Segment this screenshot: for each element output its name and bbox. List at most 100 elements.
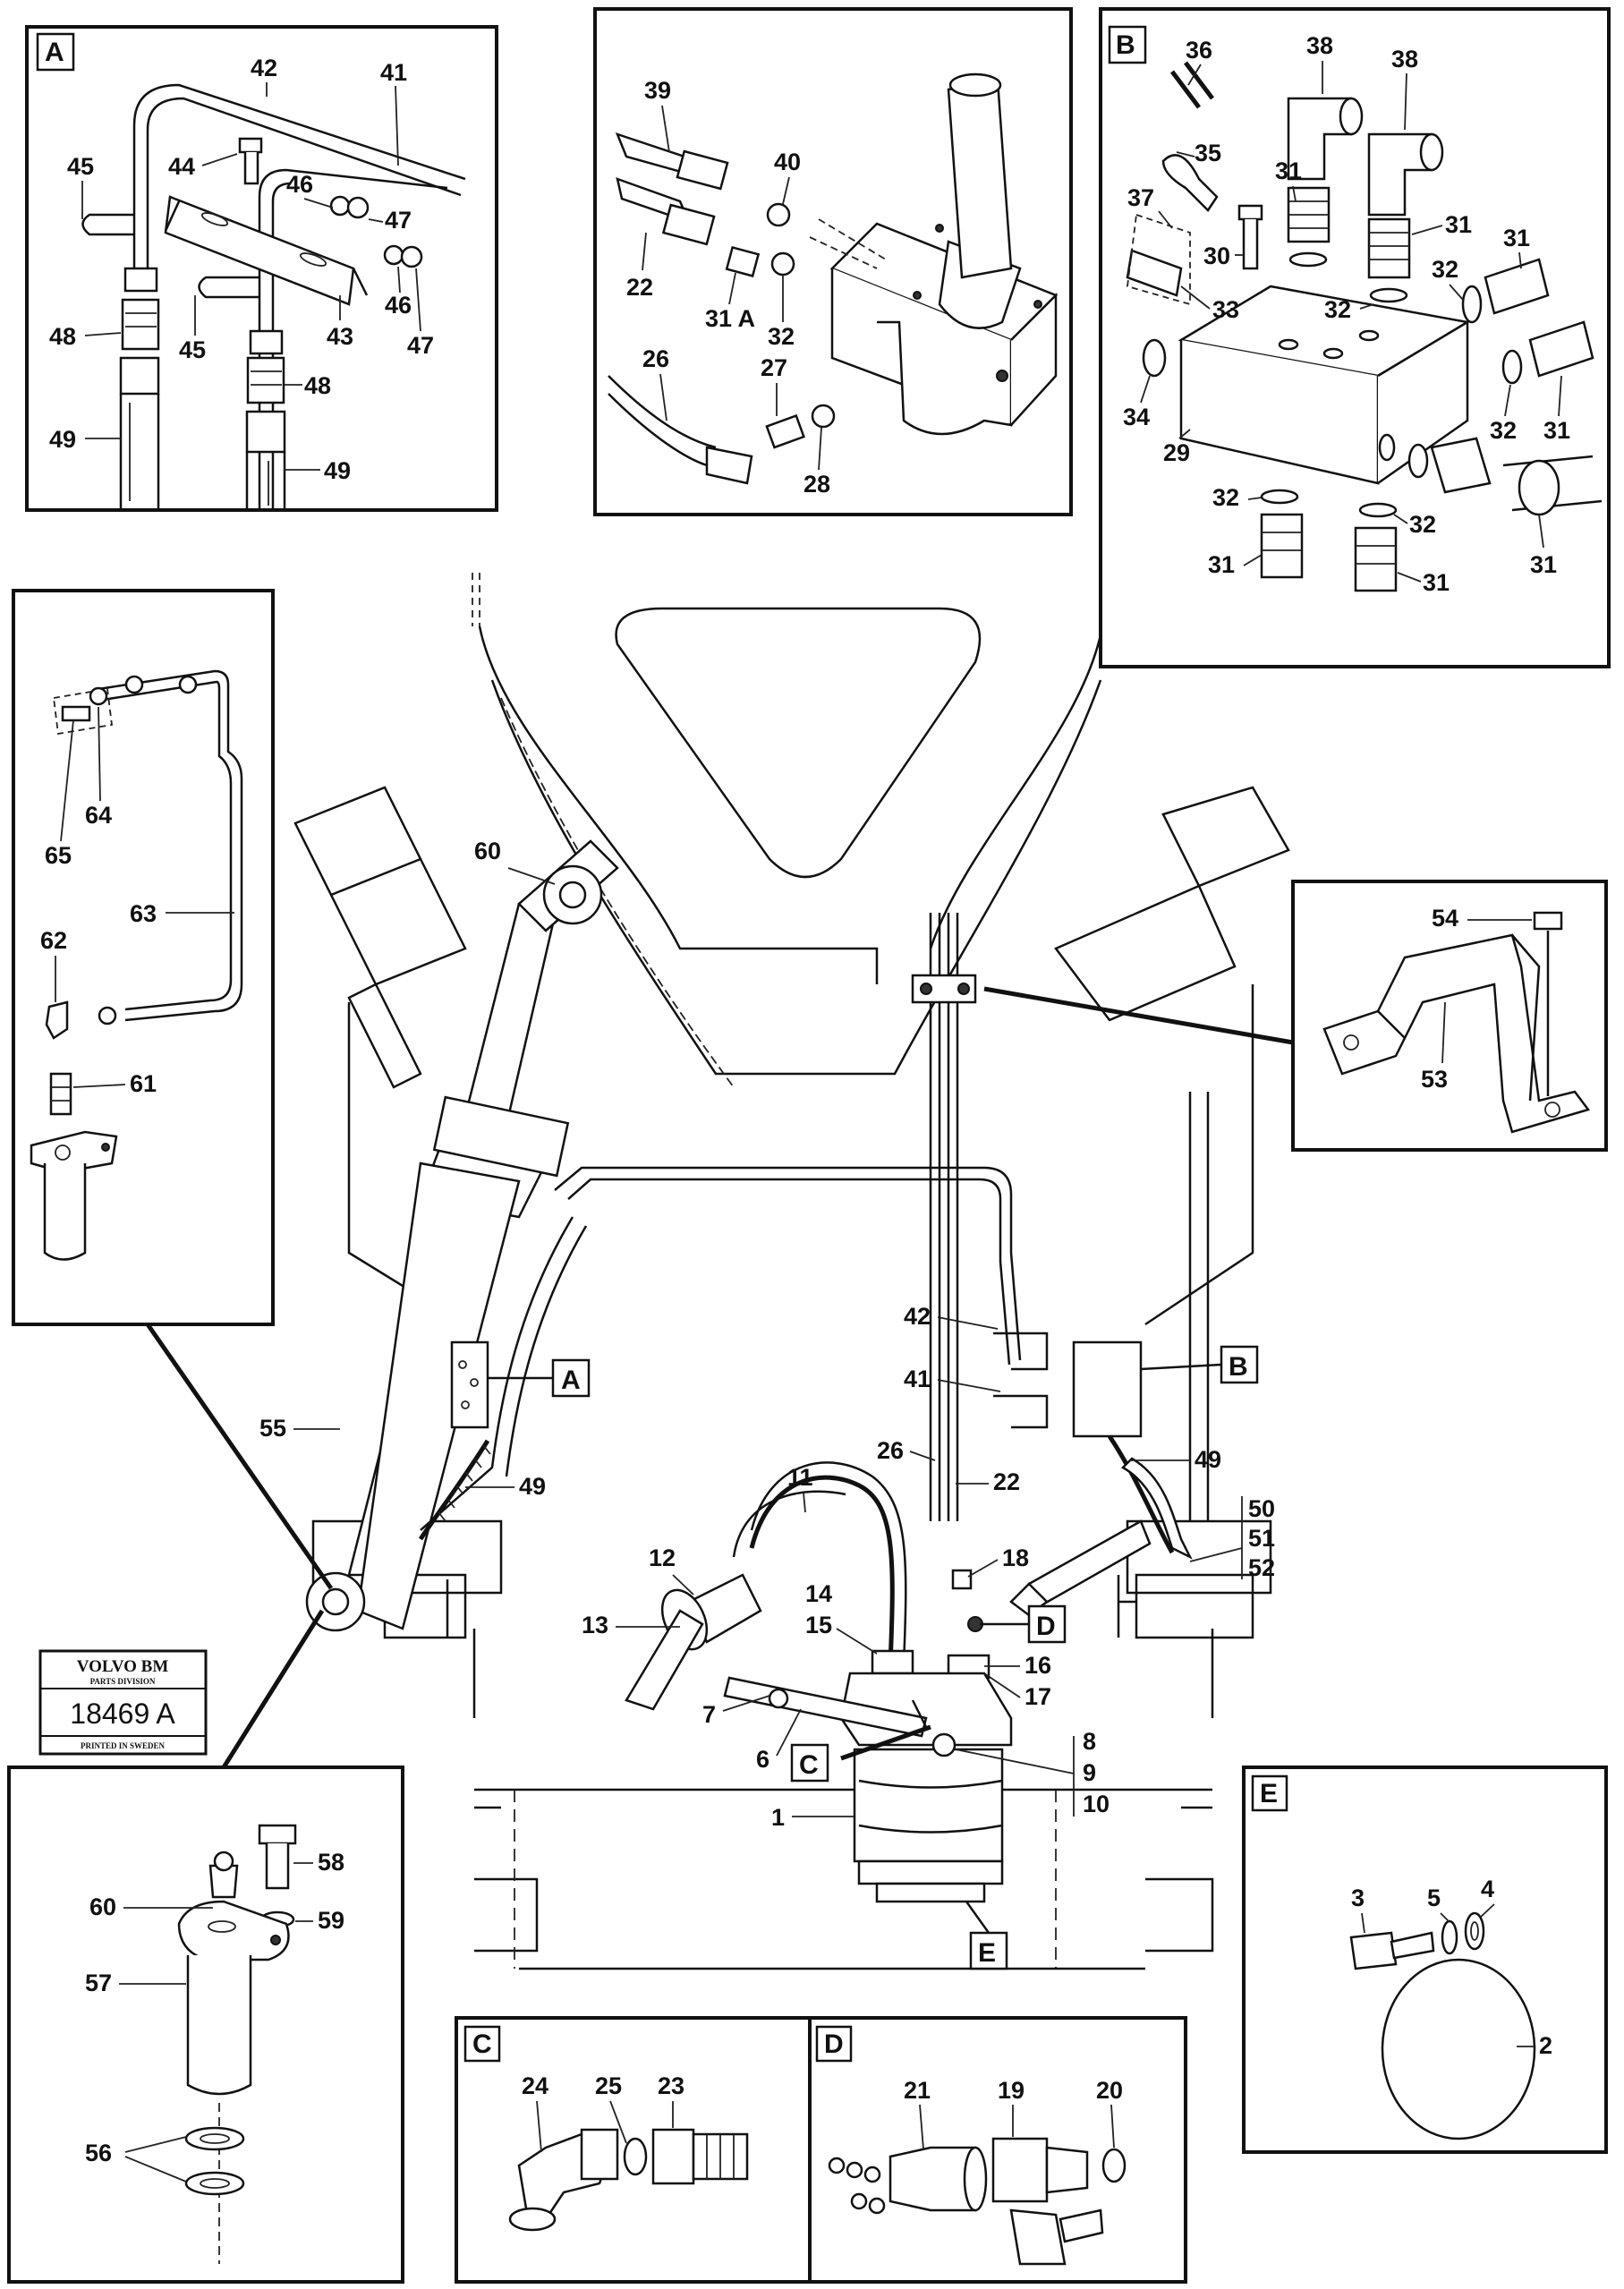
label-63: 63 — [130, 900, 157, 927]
label-39: 39 — [644, 77, 671, 104]
label-14: 14 — [805, 1580, 832, 1607]
label-45a: 45 — [67, 153, 94, 180]
label-61: 61 — [130, 1070, 157, 1097]
detail-label-a: A — [45, 38, 64, 67]
label-32-b4: 32 — [1212, 484, 1239, 511]
label-49a: 49 — [49, 426, 76, 453]
label-46a: 46 — [286, 171, 313, 198]
label-64: 64 — [85, 802, 112, 829]
label-28: 28 — [803, 471, 830, 498]
detail-label-d: D — [824, 2029, 844, 2059]
leader-line — [221, 1609, 325, 1769]
label-49b: 49 — [324, 457, 351, 484]
label-42: 42 — [251, 55, 277, 81]
label-26a: 26 — [642, 345, 669, 372]
label-37: 37 — [1127, 184, 1154, 211]
label-41-main: 41 — [904, 1366, 931, 1392]
label-53: 53 — [1421, 1066, 1448, 1093]
label-17: 17 — [1025, 1683, 1051, 1710]
stamp-division: PARTS DIVISION — [90, 1677, 156, 1686]
callout-c: C — [799, 1750, 819, 1780]
detail-box-valve — [593, 7, 1073, 516]
label-38b: 38 — [1391, 46, 1418, 72]
stamp-printed: PRINTED IN SWEDEN — [81, 1741, 166, 1750]
label-2: 2 — [1539, 2032, 1552, 2059]
detail-label-c: C — [472, 2029, 492, 2059]
callout-a: A — [561, 1366, 581, 1395]
label-21: 21 — [904, 2077, 931, 2104]
label-27: 27 — [761, 354, 787, 381]
label-32-b5: 32 — [1409, 511, 1436, 538]
label-6: 6 — [756, 1746, 769, 1773]
detail-box-b: B — [1099, 7, 1611, 668]
label-51: 51 — [1248, 1525, 1275, 1552]
label-31-b3: 31 — [1503, 225, 1530, 251]
label-40: 40 — [774, 149, 801, 175]
label-18: 18 — [1002, 1544, 1029, 1571]
detail-box-d: D — [808, 2016, 1187, 2284]
label-8: 8 — [1083, 1728, 1096, 1755]
stamp-brand: VOLVO BM — [77, 1657, 169, 1676]
label-50: 50 — [1248, 1495, 1275, 1522]
label-38a: 38 — [1306, 32, 1333, 59]
label-31-b7: 31 — [1423, 569, 1450, 596]
main-callout-boxes: A B C D E — [488, 1345, 1259, 1970]
label-57: 57 — [85, 1970, 112, 1996]
label-52: 52 — [1248, 1554, 1275, 1581]
stamp-number: 18469 A — [70, 1698, 175, 1730]
label-32-b2: 32 — [1324, 296, 1351, 323]
label-11: 11 — [787, 1464, 813, 1491]
detail-box-bracket — [1291, 880, 1608, 1152]
label-32-b1: 32 — [1432, 256, 1458, 283]
volvo-stamp: VOLVO BM PARTS DIVISION 18469 A PRINTED … — [38, 1649, 208, 1756]
label-22: 22 — [626, 274, 653, 301]
label-47a: 47 — [385, 207, 412, 234]
label-59: 59 — [318, 1907, 344, 1934]
callout-d: D — [1036, 1612, 1056, 1641]
detail-box-a: A — [25, 25, 498, 512]
label-12: 12 — [649, 1544, 676, 1571]
label-55: 55 — [259, 1415, 286, 1442]
label-23: 23 — [658, 2072, 684, 2099]
label-3: 3 — [1351, 1885, 1365, 1911]
label-24: 24 — [522, 2072, 548, 2099]
label-36: 36 — [1186, 37, 1212, 64]
label-22-main: 22 — [993, 1468, 1020, 1495]
label-26-main: 26 — [877, 1437, 904, 1464]
leader-line — [983, 986, 1294, 1045]
label-31-b1: 31 — [1275, 157, 1302, 184]
label-13: 13 — [582, 1612, 608, 1638]
callout-e: E — [978, 1938, 996, 1968]
label-56: 56 — [85, 2140, 112, 2166]
label-62: 62 — [40, 927, 67, 954]
label-44: 44 — [168, 153, 195, 180]
label-60-detail: 60 — [89, 1893, 116, 1920]
label-35: 35 — [1195, 140, 1221, 166]
label-31-b5: 31 — [1208, 551, 1235, 578]
label-30: 30 — [1203, 243, 1230, 269]
detail-label-b: B — [1116, 30, 1135, 60]
label-42-main: 42 — [904, 1303, 931, 1330]
label-20: 20 — [1096, 2077, 1123, 2104]
label-49-main-r: 49 — [1195, 1446, 1221, 1473]
label-43: 43 — [327, 323, 353, 350]
label-1: 1 — [771, 1804, 785, 1831]
label-48a: 48 — [49, 323, 76, 350]
label-47b: 47 — [407, 332, 434, 359]
detail-box-c: C — [455, 2016, 812, 2284]
label-16: 16 — [1025, 1652, 1051, 1679]
label-19: 19 — [998, 2077, 1025, 2104]
label-32-valve: 32 — [768, 323, 795, 350]
label-4: 4 — [1481, 1876, 1494, 1902]
label-31a: 31 A — [705, 305, 755, 332]
detail-box-bushing — [7, 1766, 404, 2284]
label-49-main-l: 49 — [519, 1473, 546, 1500]
label-29: 29 — [1163, 439, 1190, 466]
label-31-b2: 31 — [1445, 211, 1472, 238]
label-25: 25 — [595, 2072, 622, 2099]
label-5: 5 — [1427, 1885, 1441, 1911]
label-54: 54 — [1432, 905, 1458, 932]
main-assembly — [293, 573, 1290, 1970]
label-58: 58 — [318, 1849, 344, 1876]
